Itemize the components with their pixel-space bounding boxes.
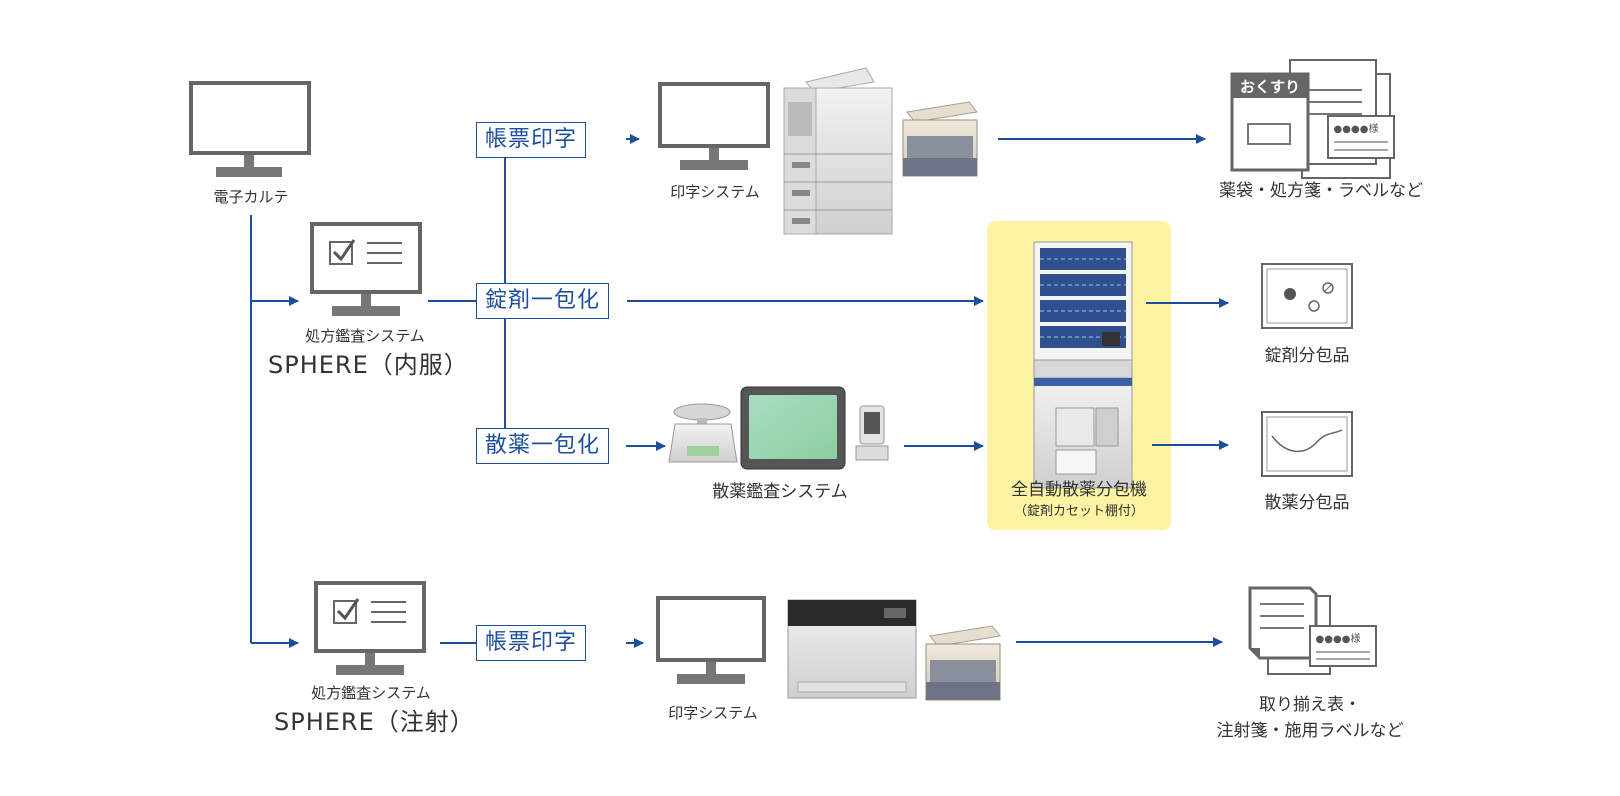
medicine-bag-docs-icon: おくすり ●●●●様	[1230, 59, 1395, 179]
packager-title: 全自動散薬分包機	[1011, 480, 1147, 500]
emr-label: 電子カルテ	[213, 188, 289, 206]
process-form-print-top: 帳票印字	[476, 122, 587, 158]
sphere-oral-monitor-icon	[310, 222, 422, 316]
label-printer-top-icon	[902, 101, 978, 177]
injection-docs-icon: ●●●●様	[1248, 586, 1377, 675]
sphere-inj-caption: 処方鑑査システム	[311, 684, 431, 702]
sphere-oral-caption: 処方鑑査システム	[305, 327, 425, 345]
laser-printer-bottom-icon	[787, 599, 917, 699]
process-form-print-bottom: 帳票印字	[476, 625, 587, 661]
auto-packager-icon	[1033, 241, 1133, 489]
medicine-bag-text: おくすり	[1240, 78, 1300, 96]
print-system-bottom-monitor-icon	[656, 596, 766, 684]
label-text-bottom: ●●●●様	[1316, 632, 1361, 645]
print-system-bottom-label: 印字システム	[668, 704, 758, 722]
process-tablet-pack: 錠剤一包化	[476, 283, 610, 319]
emr-monitor-icon	[189, 81, 311, 177]
output-bottom-line1: 取り揃え表・	[1259, 695, 1361, 715]
output-powder-label: 散薬分包品	[1264, 493, 1350, 513]
output-bottom-line2: 注射箋・施用ラベルなど	[1216, 721, 1404, 741]
sphere-inj-name: SPHERE（注射）	[274, 708, 475, 736]
audit-tablet-icon	[740, 386, 846, 470]
laser-printer-top-icon	[783, 67, 893, 235]
output-tablet-label: 錠剤分包品	[1264, 346, 1350, 366]
print-system-top-label: 印字システム	[670, 183, 760, 201]
connectors	[250, 134, 1229, 648]
barcode-scanner-icon	[855, 405, 889, 461]
print-system-top-monitor-icon	[658, 82, 770, 170]
powder-package-icon	[1261, 411, 1353, 477]
sphere-oral-name: SPHERE（内服）	[268, 351, 469, 379]
scale-icon	[668, 403, 738, 463]
output-top-label: 薬袋・処方箋・ラベルなど	[1219, 181, 1423, 201]
process-powder-pack: 散薬一包化	[476, 428, 610, 464]
label-text-top: ●●●●様	[1334, 122, 1379, 135]
tablet-package-icon	[1261, 263, 1353, 329]
sphere-inj-monitor-icon	[314, 581, 426, 675]
powder-audit-system-label: 散薬鑑査システム	[712, 482, 848, 502]
packager-subtitle: （錠剤カセット棚付）	[1013, 504, 1144, 519]
label-printer-bottom-icon	[925, 625, 1001, 701]
